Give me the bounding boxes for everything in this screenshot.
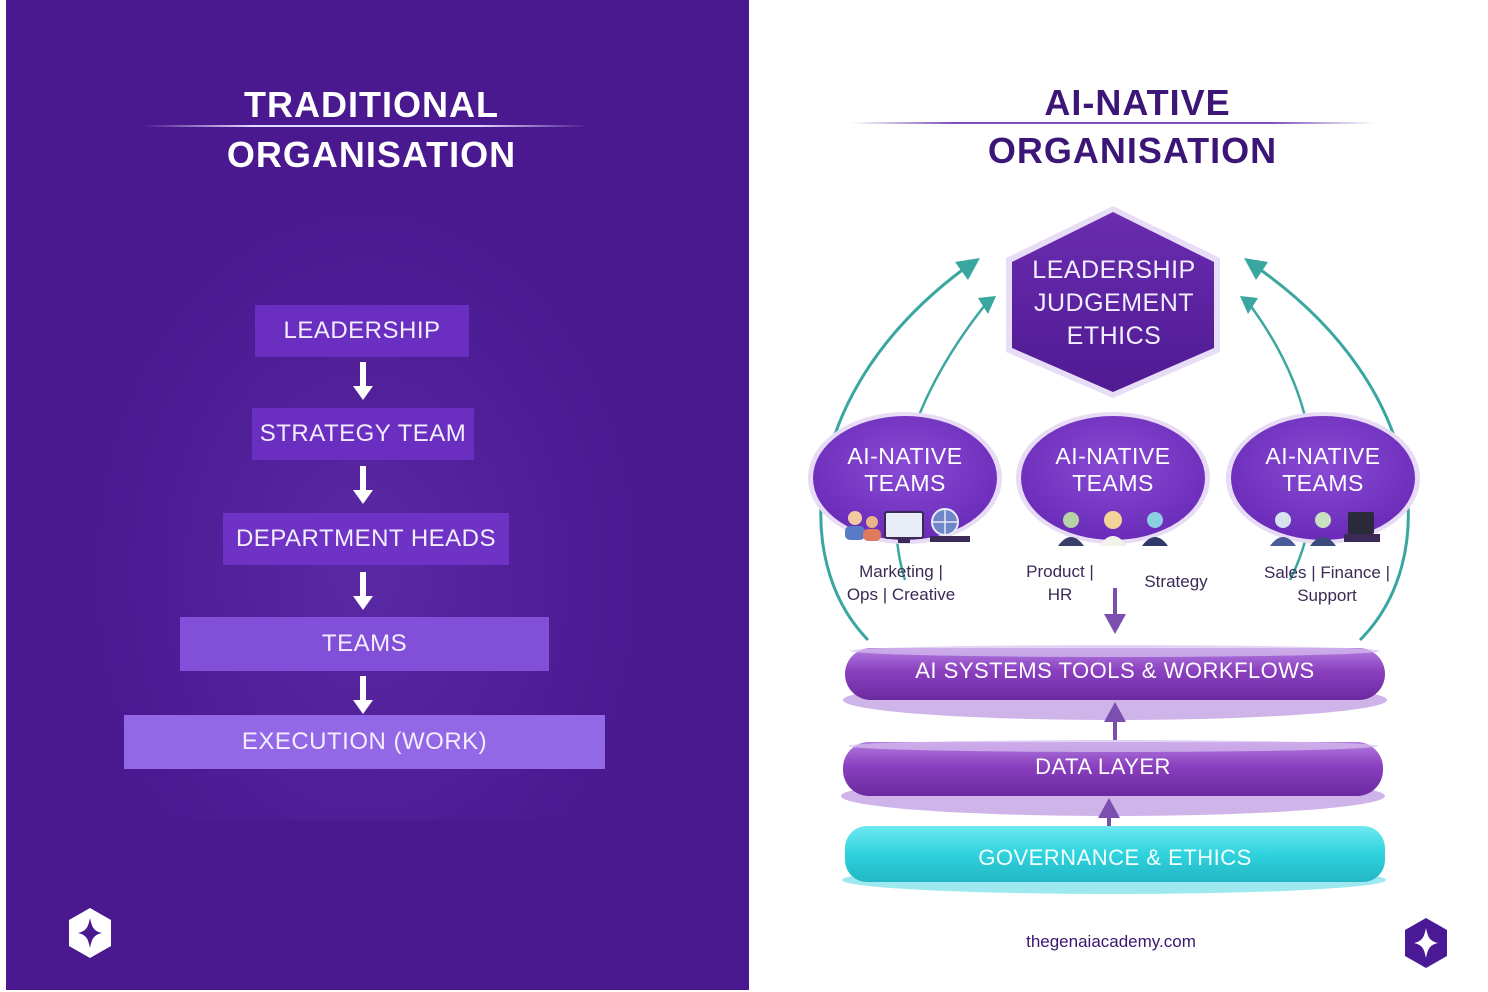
level-execution: EXECUTION (WORK): [124, 715, 605, 769]
team-3-departments: Sales | Finance | Support: [1247, 561, 1407, 607]
globe-icon: [930, 508, 970, 542]
team-3-label: AI-NATIVE TEAMS: [1243, 443, 1403, 497]
ai-native-title-line1: AI-NATIVE: [1044, 82, 1231, 123]
team-3-line2: TEAMS: [1282, 470, 1364, 496]
team-bubble: [813, 416, 997, 540]
traditional-panel: [6, 0, 749, 990]
team-2-dept-line1: Product |: [1026, 562, 1094, 581]
cycle-arrow-icon: [1244, 258, 1268, 280]
people-icon: [845, 511, 881, 541]
data-layer: [843, 742, 1383, 796]
team-3-dept-line1: Sales | Finance |: [1263, 563, 1390, 582]
arrow-down-icon: [353, 362, 373, 400]
arrow-down-icon: [353, 466, 373, 504]
team-3-dept-line2: Support: [1297, 586, 1357, 605]
level-department-heads: DEPARTMENT HEADS: [223, 513, 509, 565]
team-2-departments: Product | HR: [1005, 560, 1115, 606]
ai-systems-layer-label: AI SYSTEMS TOOLS & WORKFLOWS: [915, 658, 1315, 683]
level-teams: TEAMS: [180, 617, 549, 671]
arrow-up-icon: [1104, 702, 1126, 740]
team-2-dept-line2: HR: [1047, 585, 1073, 604]
team-1-dept-line1: Marketing |: [859, 562, 943, 581]
team-2-dept-strategy: Strategy: [1144, 572, 1208, 591]
monitor-icon: [884, 511, 924, 543]
cycle-arrow-icon: [955, 258, 980, 280]
traditional-title-divider: [142, 125, 588, 127]
logo-mark-icon: [1405, 918, 1447, 968]
team-3-line1: AI-NATIVE: [1265, 443, 1381, 469]
team-2-label: AI-NATIVE TEAMS: [1033, 443, 1193, 497]
leadership-hexagon: [1012, 212, 1214, 392]
team-2-line2: TEAMS: [1072, 470, 1154, 496]
arrow-down-icon: [353, 572, 373, 610]
ai-systems-layer: [845, 648, 1385, 700]
team-bubble: [1231, 416, 1415, 540]
governance-layer: [845, 826, 1385, 882]
level-strategy-team: STRATEGY TEAM: [252, 408, 474, 460]
footer-website[interactable]: thegenaiacademy.com: [1026, 932, 1196, 951]
core-line-leadership: LEADERSHIP: [1032, 256, 1196, 284]
people-icon: [1058, 511, 1168, 546]
data-layer-label: DATA LAYER: [1035, 754, 1171, 779]
level-leadership: LEADERSHIP: [255, 305, 469, 357]
arrow-down-icon: [1104, 588, 1126, 634]
team-1-departments: Marketing | Ops | Creative: [826, 560, 976, 606]
arrow-down-icon: [353, 676, 373, 714]
traditional-title-line2: ORGANISATION: [226, 134, 517, 175]
core-line-judgement: JUDGEMENT: [1033, 289, 1195, 317]
arrow-up-icon: [1098, 798, 1120, 832]
logo-mark-icon: [69, 908, 111, 958]
team-bubble: [1021, 416, 1205, 540]
governance-layer-label: GOVERNANCE & ETHICS: [978, 845, 1252, 870]
team-1-dept-line2: Ops | Creative: [846, 585, 956, 604]
cycle-arrow-icon: [1240, 296, 1258, 314]
team-2-line1: AI-NATIVE: [1055, 443, 1171, 469]
ai-native-title-divider: [850, 122, 1375, 124]
ai-native-title-line2: ORGANISATION: [987, 130, 1278, 171]
people-icon: [1270, 512, 1336, 546]
team-1-line1: AI-NATIVE: [847, 443, 963, 469]
core-line-ethics: ETHICS: [1066, 322, 1162, 350]
team-1-label: AI-NATIVE TEAMS: [825, 443, 985, 497]
monitor-icon: [1344, 512, 1380, 542]
leadership-core-text: LEADERSHIP JUDGEMENT ETHICS: [1008, 254, 1220, 353]
team-1-line2: TEAMS: [864, 470, 946, 496]
cycle-arrow-icon: [978, 296, 996, 314]
traditional-title-line1: TRADITIONAL: [244, 84, 499, 125]
